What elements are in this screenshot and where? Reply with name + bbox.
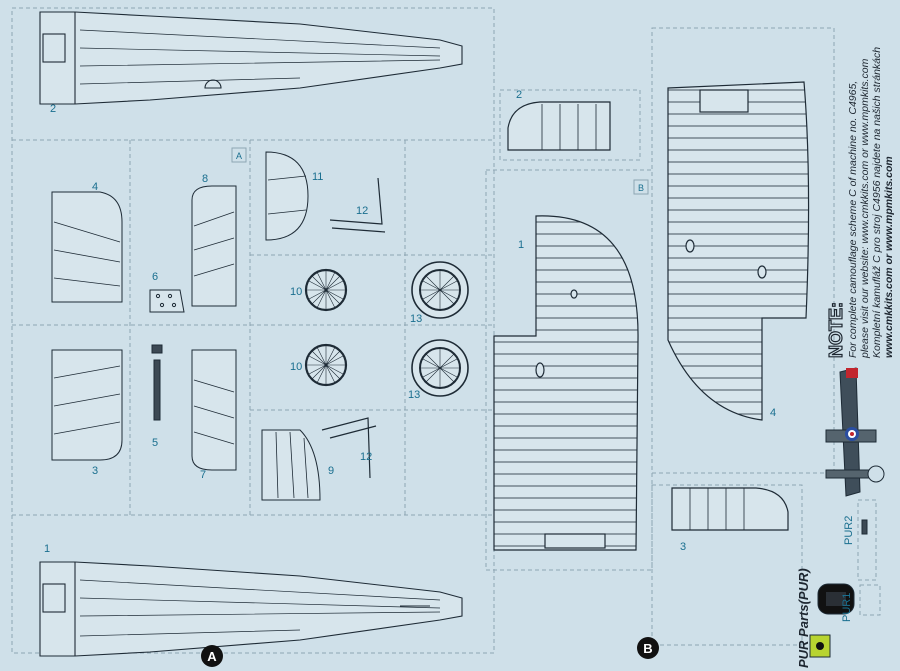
part-label: 4	[92, 181, 98, 193]
wing-part-4	[667, 81, 810, 421]
part-12-strut	[329, 177, 386, 233]
part-label: 12	[356, 205, 368, 217]
part-label: 4	[770, 407, 776, 419]
part-label: 2	[516, 89, 522, 101]
fuselage-half-2	[39, 11, 463, 105]
part-label: 12	[360, 451, 372, 463]
part-label: 13	[408, 389, 420, 401]
part-label: 1	[44, 543, 50, 555]
pur1-label: PUR1	[841, 593, 853, 622]
part-10-wheel	[304, 268, 348, 312]
sprue-b-tag: B	[633, 179, 649, 195]
pur-parts-box	[809, 499, 881, 658]
aileron-part-2	[507, 101, 611, 151]
svg-text:A: A	[236, 151, 242, 161]
part-label: 3	[680, 541, 686, 553]
svg-text:B: B	[638, 183, 644, 193]
part-label: 10	[290, 361, 302, 373]
part-label: 13	[410, 313, 422, 325]
fuselage-half-1	[39, 561, 463, 657]
note-line: www.cmkkits.com or www.mpmkits.com	[883, 156, 895, 358]
sprue-b-badge: B	[637, 637, 659, 659]
sprue-a	[11, 7, 495, 654]
svg-text:A: A	[207, 649, 217, 664]
note-line: For complete camouflage scheme C of mach…	[847, 81, 859, 358]
part-8-panel	[191, 185, 237, 307]
aileron-part-3	[671, 487, 789, 531]
wing-part-1	[493, 215, 639, 551]
part-label: 6	[152, 271, 158, 283]
part-label: 2	[50, 103, 56, 115]
part-4-panel	[51, 191, 123, 303]
part-label: 1	[518, 239, 524, 251]
part-11-fairing	[265, 151, 309, 241]
part-label: 3	[92, 465, 98, 477]
part-3-panel	[51, 349, 123, 461]
part-label: 10	[290, 286, 302, 298]
sprue-a-badge: A	[201, 645, 223, 667]
part-label: 9	[328, 465, 334, 477]
part-label: 11	[312, 171, 323, 183]
part-5-gun	[151, 344, 163, 421]
part-13-wheel	[411, 339, 469, 397]
aircraft-profile-illustration	[825, 367, 885, 497]
part-7-panel	[191, 349, 237, 471]
part-6-plate	[149, 289, 185, 313]
part-12-strut	[321, 417, 377, 479]
pur2-label: PUR2	[843, 516, 855, 545]
part-label: 8	[202, 173, 208, 185]
part-label: 7	[200, 469, 206, 481]
note-block: NOTE: For complete camouflage scheme C o…	[825, 47, 895, 359]
pur-parts-title: PUR Parts(PUR)	[796, 568, 811, 668]
svg-text:B: B	[643, 641, 652, 656]
sprue-a-tag: A	[231, 147, 247, 163]
part-13-wheel	[411, 261, 469, 319]
note-heading: NOTE:	[826, 302, 846, 358]
part-label: 5	[152, 437, 158, 449]
sprue-b	[485, 27, 835, 646]
part-9-panel	[261, 429, 321, 501]
part-10-wheel	[304, 343, 348, 387]
note-line: please visit our website: www.cmkkits.co…	[859, 58, 871, 359]
note-line: Kompletní kamufláž C pro stroj C4956 naj…	[871, 47, 883, 358]
